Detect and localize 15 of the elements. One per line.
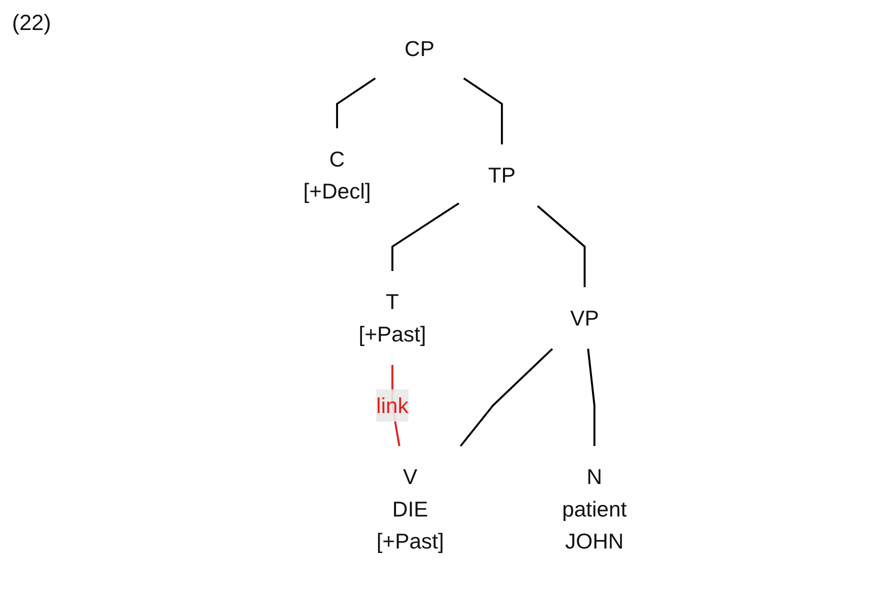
edge-label: link [376,393,409,418]
example-number: (22) [12,10,52,36]
connector [463,77,503,144]
connector [587,348,596,446]
node-text: V DIE [+Past] [376,464,444,554]
node-text: N patient JOHN [562,464,627,554]
connector [391,202,460,272]
node-text: T [+Past] [358,290,426,346]
connector [536,205,586,288]
node-text: VP [570,306,599,330]
node-text: TP [488,163,516,188]
node-text: C [+Decl] [303,146,371,204]
connector [460,348,554,447]
node-text: CP [404,36,434,61]
connector [336,77,376,128]
